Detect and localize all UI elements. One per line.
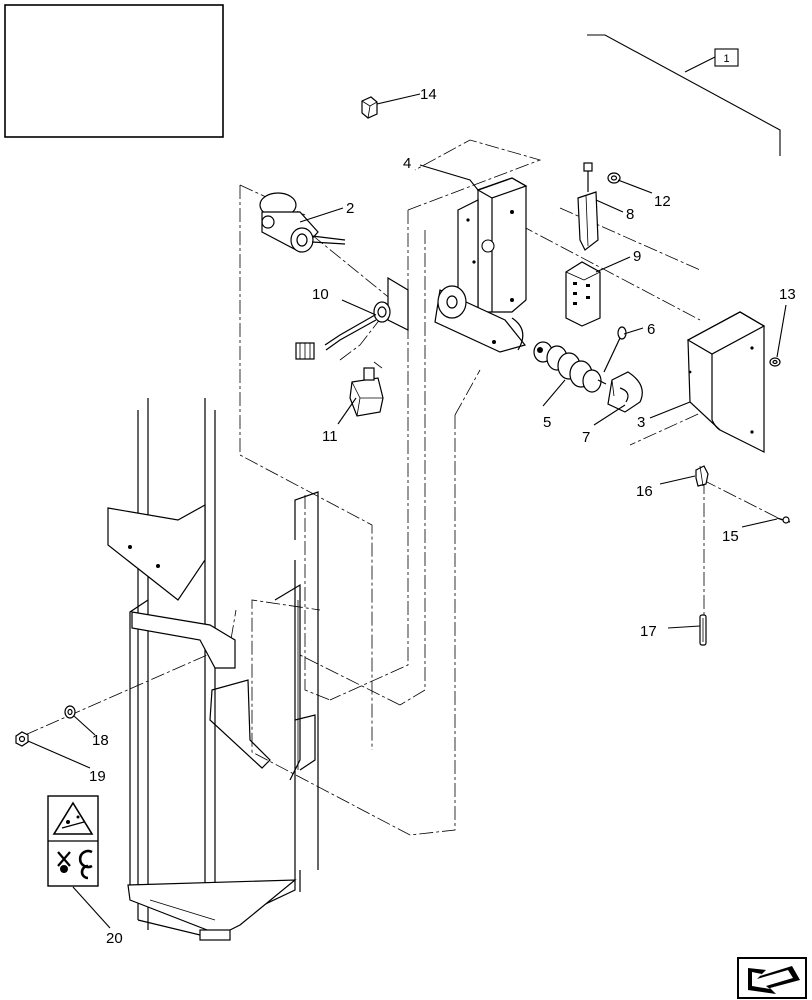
assembly-reference-label: 1 (723, 53, 729, 65)
callout-4: 4 (403, 155, 411, 172)
callout-5: 5 (543, 414, 551, 431)
callout-14: 14 (420, 86, 437, 103)
callout-10: 10 (312, 286, 329, 303)
part-14-block (361, 96, 378, 119)
callout-12: 12 (654, 193, 671, 210)
part-8-plate (577, 162, 599, 251)
part-4-housing (434, 177, 528, 353)
part-15-screw (776, 516, 791, 524)
callout-16: 16 (636, 483, 653, 500)
callout-15: 15 (722, 528, 739, 545)
callout-3: 3 (637, 414, 645, 431)
part-11-relay (349, 361, 384, 417)
blank-title-frame (4, 4, 224, 138)
callout-17: 17 (640, 623, 657, 640)
previous-page-arrow-icon[interactable] (737, 957, 807, 999)
part-3-cover (686, 311, 766, 453)
part-19-nut (15, 731, 29, 747)
callout-9: 9 (633, 248, 641, 265)
callout-7: 7 (582, 429, 590, 446)
assembly-reference-bracket: 1 (587, 34, 781, 156)
part-5-auger (533, 341, 607, 393)
part-9-control-module (565, 261, 601, 327)
part-16-clip (695, 465, 709, 487)
part-10-sensor (295, 276, 409, 360)
part-7-bracket (607, 371, 643, 413)
callout-19: 19 (89, 768, 106, 785)
callout-leaders (27, 93, 787, 929)
callout-8: 8 (626, 206, 634, 223)
callout-13: 13 (779, 286, 796, 303)
part-13-washer (769, 357, 781, 367)
main-frame-column (107, 398, 319, 941)
callout-18: 18 (92, 732, 109, 749)
part-17-spring-pin (699, 614, 707, 646)
part-18-washer (64, 705, 76, 719)
callout-20: 20 (106, 930, 123, 947)
part-12-nut (607, 172, 621, 184)
part-2-motor (259, 192, 346, 253)
safety-warning-decal-icon (47, 795, 99, 887)
callout-labels: 14 2 4 5 6 7 8 9 10 11 12 13 3 16 15 17 … (89, 86, 796, 947)
callout-2: 2 (346, 200, 354, 217)
callout-11: 11 (322, 428, 338, 445)
part-6-pin (603, 326, 627, 373)
assembly-lines (24, 139, 783, 836)
callout-6: 6 (647, 321, 655, 338)
